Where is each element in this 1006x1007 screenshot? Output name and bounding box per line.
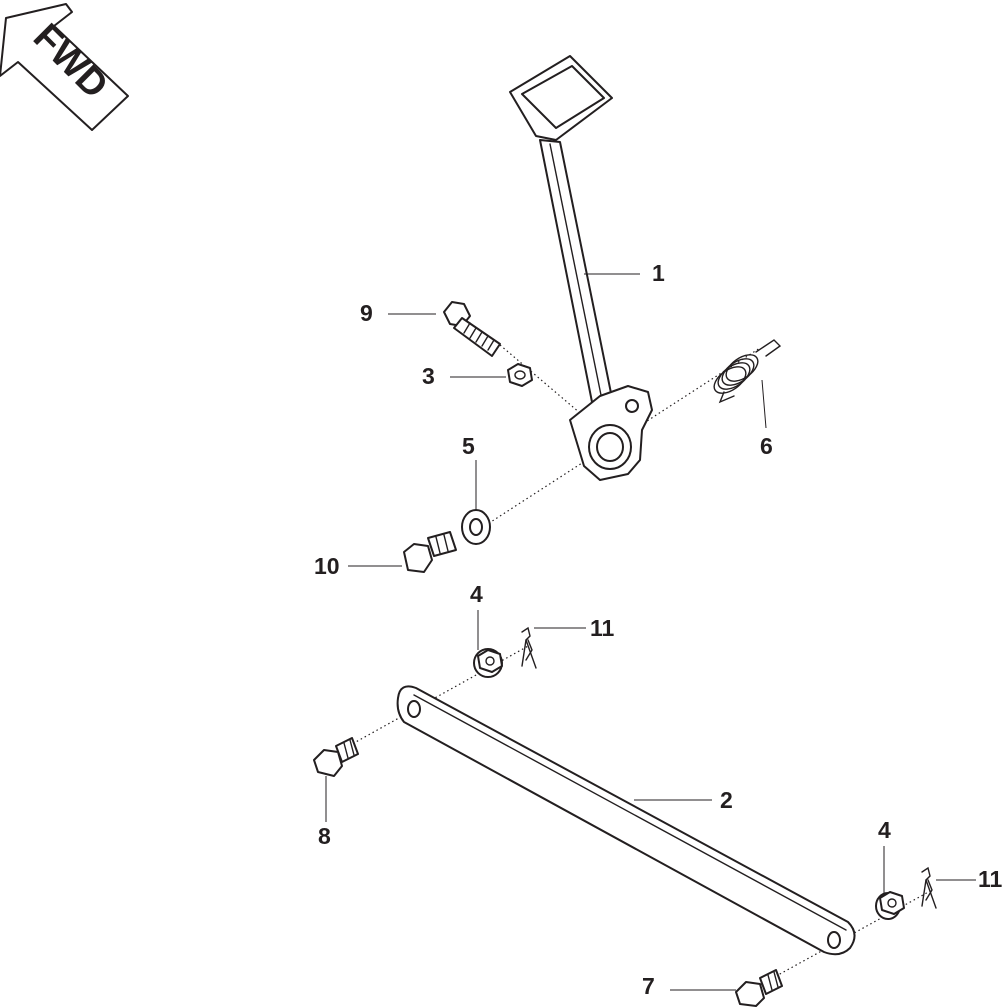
hairpin-clip-11-upper [521,626,537,669]
callout-4a: 4 [470,581,483,607]
leader-lines [325,273,976,991]
callout-9: 9 [360,300,373,326]
callout-11a: 11 [590,615,615,641]
callout-7: 7 [642,973,655,999]
callout-3: 3 [422,363,435,389]
fwd-arrow-icon [0,3,129,131]
callout-10: 10 [314,553,340,579]
pedal-bolt-9 [443,301,501,357]
washer-5 [461,509,491,545]
rod-bolt-7 [735,969,783,1007]
rod-bolt-8 [313,737,359,777]
callout-11b: 11 [978,866,1003,892]
fwd-arrow-badge: FWD [0,3,129,131]
callout-6: 6 [760,433,773,459]
callout-5: 5 [462,433,475,459]
lock-nut-3 [507,363,533,387]
callout-8: 8 [318,823,331,849]
shoulder-bolt-10 [403,531,457,573]
brake-pedal [509,55,653,481]
hairpin-clip-11-lower [921,866,937,909]
flange-nut-4-lower [875,891,905,920]
callout-4b: 4 [878,817,891,843]
callout-2: 2 [720,787,733,813]
callout-labels: 1 2 3 4 4 5 6 7 8 9 10 11 11 [314,260,1003,999]
flange-nut-4-upper [473,648,503,678]
torsion-spring [713,339,782,404]
callout-1: 1 [652,260,665,286]
brake-rod [396,685,856,956]
